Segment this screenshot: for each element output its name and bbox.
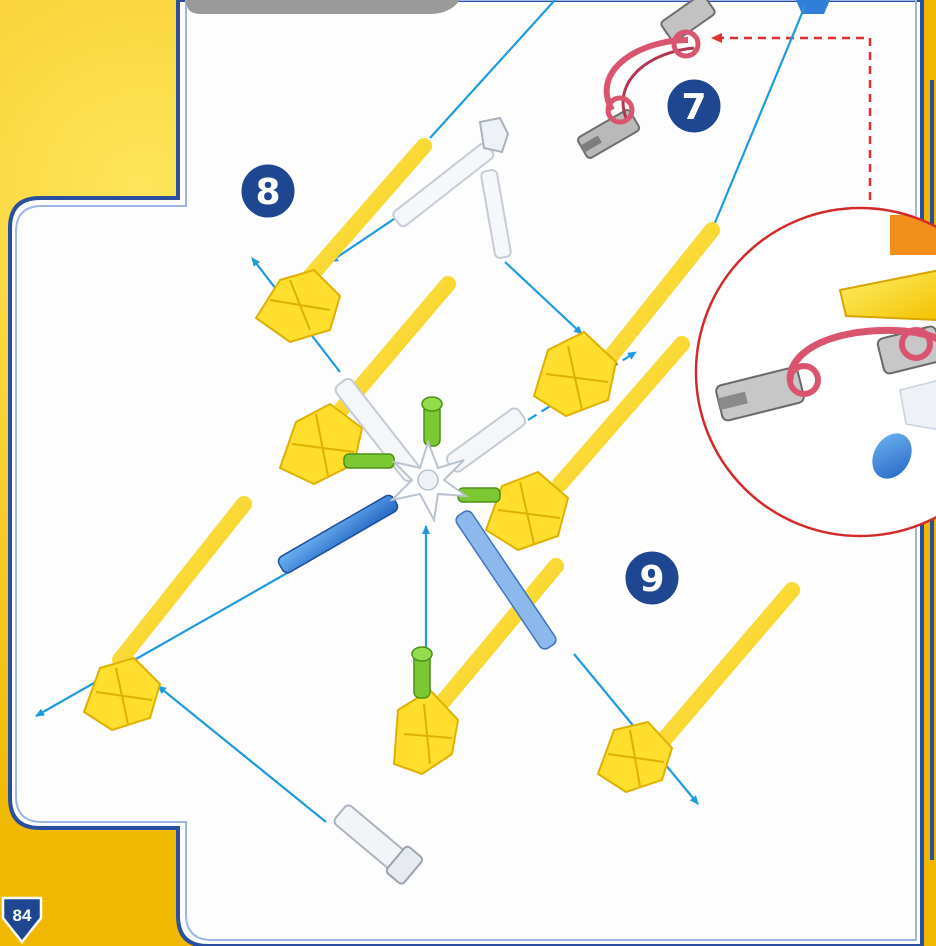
step-badge-8: 8 <box>240 163 296 219</box>
green-connector <box>422 397 442 446</box>
page-number: 84 <box>13 906 32 925</box>
top-tab <box>178 0 460 14</box>
step-number-9: 9 <box>639 559 664 600</box>
step-number-7: 7 <box>681 87 706 128</box>
step-badge-9: 9 <box>624 550 680 606</box>
step-number-8: 8 <box>255 172 280 213</box>
green-connector <box>344 454 394 468</box>
green-connector <box>412 647 432 698</box>
step-badge-7: 7 <box>666 78 722 134</box>
